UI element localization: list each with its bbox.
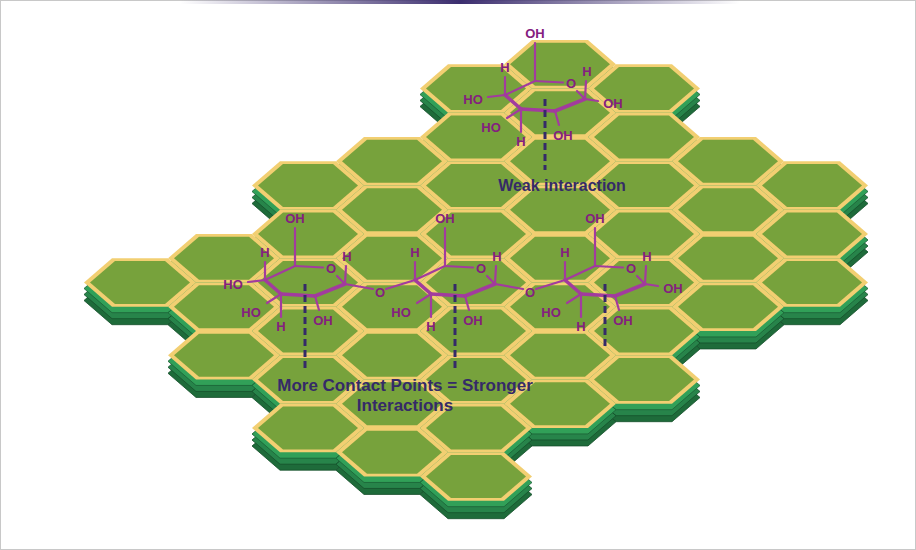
- interaction-line: [304, 284, 307, 370]
- atom-label: O: [566, 76, 576, 91]
- atom-label: O: [626, 261, 636, 276]
- atom-label: O: [525, 285, 535, 300]
- interaction-note: Weak interaction: [498, 177, 626, 195]
- atom-label: OH: [435, 211, 455, 226]
- atom-label: O: [476, 261, 486, 276]
- atom-label: H: [492, 249, 501, 264]
- atom-label: H: [410, 245, 419, 260]
- atom-label: OH: [525, 26, 545, 41]
- atom-label: H: [276, 319, 285, 334]
- atom-label: HO: [541, 305, 561, 320]
- atom-label: H: [426, 319, 435, 334]
- bond: [488, 95, 505, 97]
- atom-label: HO: [223, 277, 243, 292]
- interaction-lines: [305, 99, 605, 370]
- atom-label: H: [560, 245, 569, 260]
- atom-label: OH: [313, 313, 333, 328]
- atom-label: H: [516, 134, 525, 149]
- graphene-sheet: [84, 40, 868, 519]
- atom-label: OH: [585, 211, 605, 226]
- interaction-line: [454, 284, 457, 370]
- atom-label: H: [500, 60, 509, 75]
- sugar-ring: [505, 43, 586, 132]
- sugar-ring: [415, 228, 496, 317]
- atom-label: OH: [603, 96, 623, 111]
- hex-tile: [420, 452, 532, 518]
- atom-label: OH: [463, 313, 483, 328]
- glucose-molecule: [488, 43, 598, 132]
- sugar-ring: [265, 228, 346, 317]
- atom-label: HO: [241, 305, 261, 320]
- atom-label: HO: [463, 92, 483, 107]
- atom-label: H: [582, 64, 591, 79]
- atom-label: H: [260, 245, 269, 260]
- cellulose-chain: [248, 228, 658, 317]
- atom-label: OH: [613, 313, 633, 328]
- atom-label: H: [576, 319, 585, 334]
- atom-label: H: [342, 249, 351, 264]
- atom-label: OH: [553, 128, 573, 143]
- atom-label: O: [326, 261, 336, 276]
- bond: [248, 280, 265, 282]
- top-rule: [180, 0, 740, 4]
- interaction-line: [604, 284, 607, 350]
- atom-label: H: [642, 249, 651, 264]
- atom-label: HO: [481, 120, 501, 135]
- sugar-ring: [565, 228, 646, 317]
- bond: [585, 99, 598, 101]
- atom-label: OH: [663, 281, 683, 296]
- interaction-note: More Contact Points = Stronger Interacti…: [245, 376, 565, 416]
- atom-label: OH: [285, 211, 305, 226]
- bond: [645, 284, 658, 286]
- atom-label: HO: [391, 305, 411, 320]
- interaction-line: [544, 99, 547, 170]
- atom-label: O: [375, 285, 385, 300]
